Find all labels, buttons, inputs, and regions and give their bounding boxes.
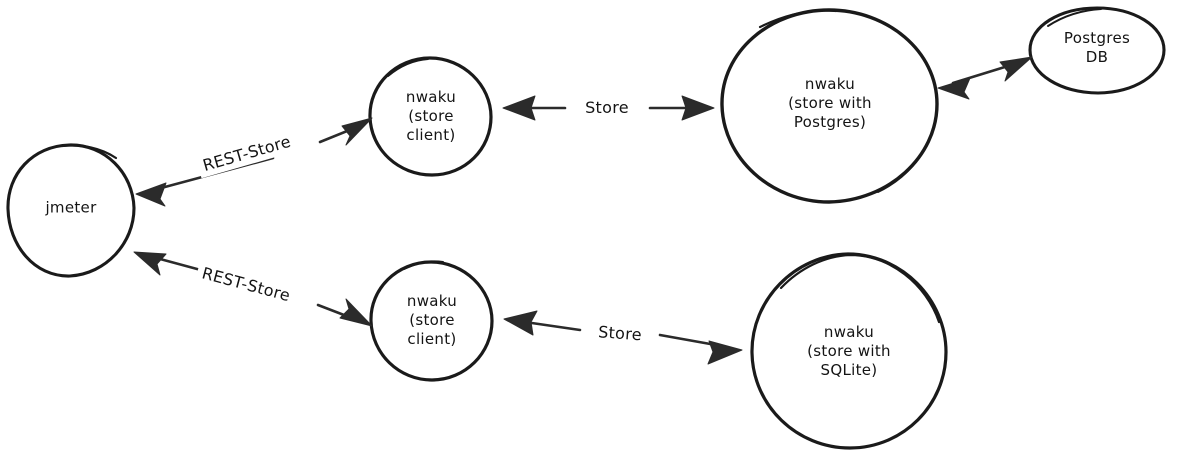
edge-store-top[interactable] (502, 95, 715, 121)
node-shape-store-client-top[interactable] (368, 56, 493, 177)
edge-label-store-top: Store (580, 96, 634, 120)
edge-postgres-db[interactable] (937, 56, 1033, 100)
node-label-store-sqlite: nwaku (store with SQLite) (807, 323, 891, 380)
node-shape-store-client-bottom[interactable] (369, 260, 494, 382)
edge-label-store-bottom: Store (592, 320, 648, 348)
node-label-store-postgres: nwaku (store with Postgres) (788, 75, 872, 132)
node-label-store-client-top: nwaku (store client) (405, 88, 457, 145)
node-shape-store-sqlite[interactable] (750, 252, 948, 450)
node-shape-store-postgres[interactable] (720, 8, 939, 204)
edge-store-bottom[interactable] (503, 310, 743, 365)
node-label-store-client-bottom: nwaku (store client) (406, 292, 458, 349)
node-label-jmeter: jmeter (45, 198, 97, 217)
node-shape-postgres-db[interactable] (1028, 6, 1166, 95)
node-label-postgres-db: Postgres DB (1063, 28, 1131, 66)
node-shape-jmeter[interactable] (6, 143, 136, 278)
